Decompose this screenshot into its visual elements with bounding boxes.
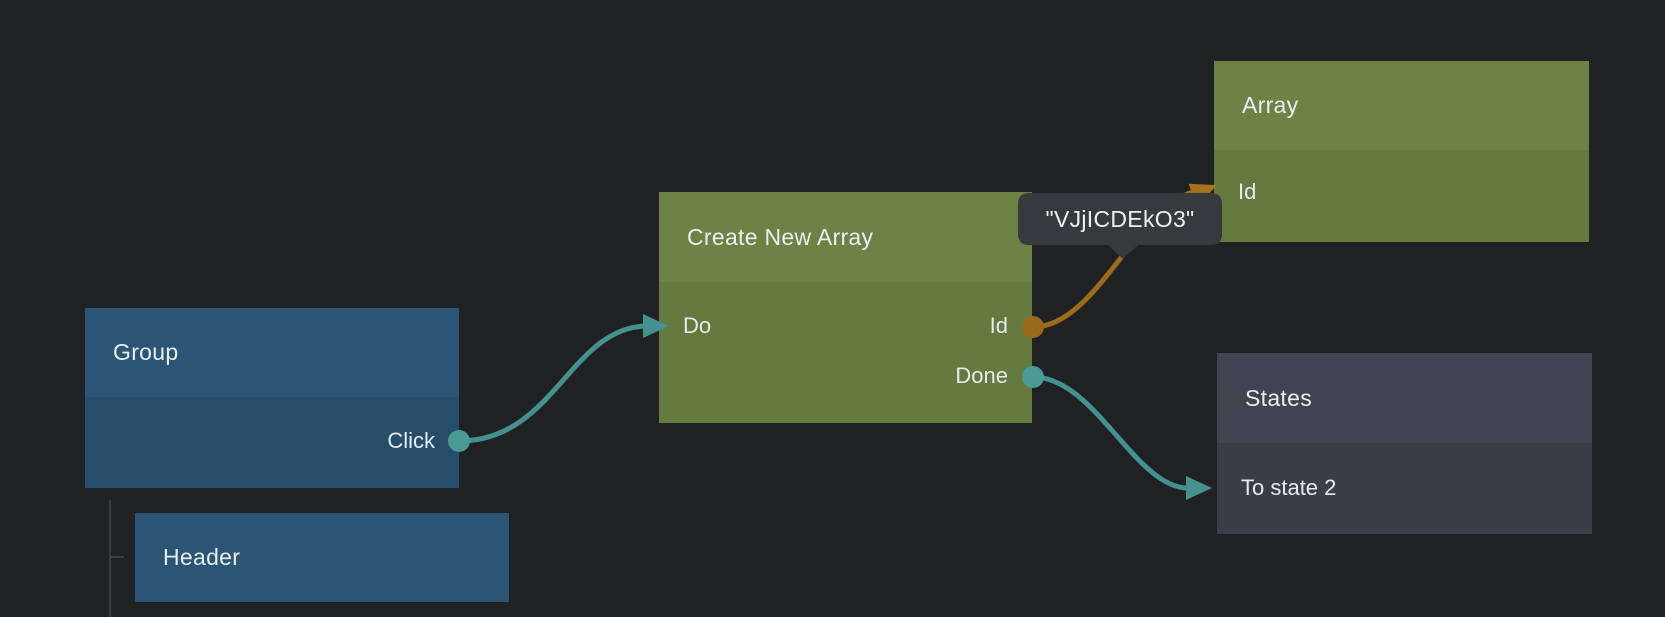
node-create-new-array-body: Do Id Done (659, 282, 1032, 401)
node-create-new-array-titlebar[interactable]: Create New Array (659, 192, 1032, 282)
node-array[interactable]: Array Id (1214, 61, 1589, 242)
node-group-titlebar[interactable]: Group (85, 308, 459, 397)
hierarchy-line (109, 500, 124, 617)
node-header[interactable]: Header (135, 513, 509, 602)
port-row-done: Done (659, 351, 1032, 401)
node-create-new-array[interactable]: Create New Array Do Id Done (659, 192, 1032, 423)
node-group-body: Click (85, 397, 459, 466)
node-title: Array (1242, 92, 1299, 118)
wire-click-to-do[interactable] (458, 323, 649, 444)
node-states-titlebar[interactable]: States (1217, 353, 1592, 443)
node-title: Header (163, 544, 241, 570)
node-array-titlebar[interactable]: Array (1214, 61, 1589, 150)
node-title: Create New Array (687, 223, 874, 250)
node-title: Group (113, 339, 179, 365)
node-states[interactable]: States To state 2 (1217, 353, 1592, 534)
wire-done-to-states[interactable] (1032, 374, 1189, 491)
port-label-do: Do (683, 313, 712, 338)
port-row-do-id: Do Id (659, 301, 1032, 351)
port-label-to-state-2: To state 2 (1241, 475, 1337, 500)
tooltip-pointer (1108, 245, 1138, 259)
port-row-to-state-2: To state 2 (1217, 463, 1592, 513)
port-label-done: Done (955, 363, 1008, 388)
node-array-body: Id (1214, 150, 1589, 217)
connection-value-tooltip: "VJjICDEkO3" (1018, 193, 1222, 259)
port-row-array-id: Id (1214, 167, 1589, 217)
node-group[interactable]: Group Click (85, 308, 459, 488)
connection-value-text: "VJjICDEkO3" (1045, 205, 1195, 232)
port-label-click: Click (387, 428, 435, 453)
node-states-body: To state 2 (1217, 443, 1592, 513)
node-header-titlebar[interactable]: Header (135, 513, 509, 602)
port-label-array-id: Id (1238, 179, 1257, 204)
port-row-click: Click (85, 416, 459, 466)
port-label-id: Id (989, 313, 1008, 338)
arrowhead-to-state-2-icon (1186, 476, 1212, 500)
node-title: States (1245, 384, 1313, 411)
